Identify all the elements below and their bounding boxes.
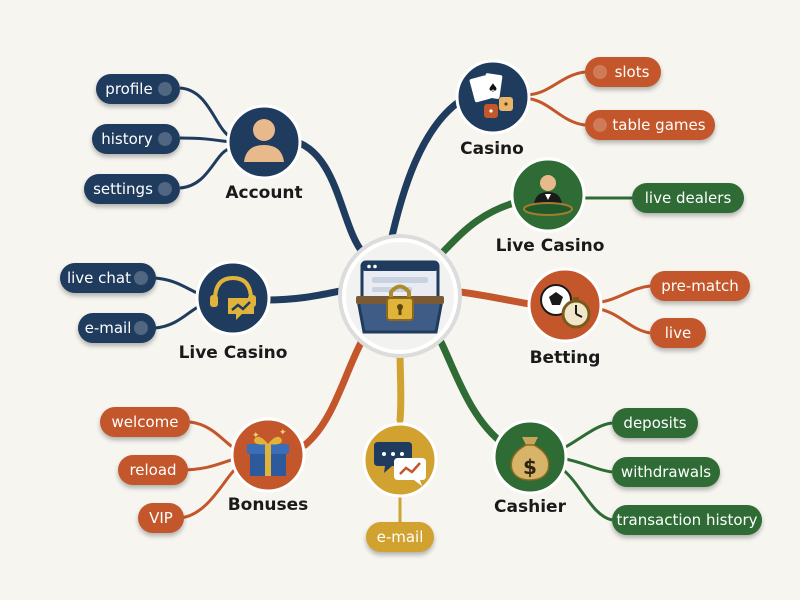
betting-node[interactable]	[527, 267, 603, 343]
gift-box-icon: ✦ ✦	[247, 428, 289, 476]
branch-cashier	[436, 336, 509, 449]
pill-dot	[158, 82, 172, 96]
branch-casino	[386, 91, 474, 249]
svg-text:✦: ✦	[252, 431, 260, 441]
pill-settings[interactable]: settings	[84, 174, 180, 204]
casino-node[interactable]: ♠	[455, 59, 531, 135]
headset-chat-icon	[210, 275, 256, 320]
svg-text:$: $	[523, 455, 537, 479]
user-avatar-icon	[244, 119, 284, 162]
pill-support-email[interactable]: e-mail	[78, 313, 156, 343]
live-casino-node[interactable]	[510, 157, 586, 233]
pill-profile[interactable]: profile	[96, 74, 180, 104]
pill-email[interactable]: e-mail	[366, 522, 434, 552]
messages-node[interactable]	[362, 422, 438, 498]
account-node[interactable]	[226, 104, 302, 180]
pill-transaction-history[interactable]: transaction history	[612, 505, 762, 535]
pill-dot	[158, 132, 172, 146]
casino-label: Casino	[460, 139, 524, 159]
pill-welcome[interactable]: welcome	[100, 407, 190, 437]
bonuses-node[interactable]: ✦ ✦	[230, 417, 306, 493]
locked-chest-browser-icon	[356, 260, 444, 334]
cashier-node[interactable]: $	[492, 419, 568, 495]
pill-table-games[interactable]: table games	[585, 110, 715, 140]
ball-stopwatch-icon	[540, 284, 591, 329]
pill-pre-match[interactable]: pre-match	[650, 271, 750, 301]
svg-text:♠: ♠	[488, 81, 499, 95]
svg-text:✦: ✦	[279, 428, 287, 438]
pill-deposits[interactable]: deposits	[612, 408, 698, 438]
branch-account	[286, 136, 369, 259]
bonuses-label: Bonuses	[227, 495, 309, 515]
pill-dot	[134, 271, 148, 285]
pill-dot	[593, 65, 607, 79]
pill-dot	[158, 182, 172, 196]
pill-withdrawals[interactable]: withdrawals	[612, 457, 720, 487]
betting-label: Betting	[529, 348, 601, 368]
pill-live[interactable]: live	[650, 318, 706, 348]
support-label: Live Casino	[178, 343, 288, 363]
support-node[interactable]	[195, 260, 271, 336]
chat-bubbles-icon	[374, 442, 426, 486]
account-label: Account	[225, 183, 303, 203]
pill-live-chat[interactable]: live chat	[60, 263, 156, 293]
pill-vip[interactable]: VIP	[138, 503, 184, 533]
cards-dice-icon: ♠	[469, 73, 513, 118]
pill-dot	[134, 321, 148, 335]
live-casino-label: Live Casino	[495, 236, 605, 256]
pill-reload[interactable]: reload	[118, 455, 188, 485]
branch-bonuses	[301, 331, 369, 449]
pill-dot	[593, 118, 607, 132]
branch-support	[261, 286, 349, 304]
pill-history[interactable]: history	[92, 124, 180, 154]
center-node	[338, 234, 462, 358]
pill-live-dealers[interactable]: live dealers	[632, 183, 744, 213]
branch-messages	[396, 346, 405, 424]
branch-betting	[456, 288, 539, 309]
money-bag-icon: $	[510, 437, 550, 481]
live-dealer-icon	[523, 175, 573, 216]
pill-slots[interactable]: slots	[585, 57, 661, 87]
cashier-label: Cashier	[494, 497, 566, 517]
